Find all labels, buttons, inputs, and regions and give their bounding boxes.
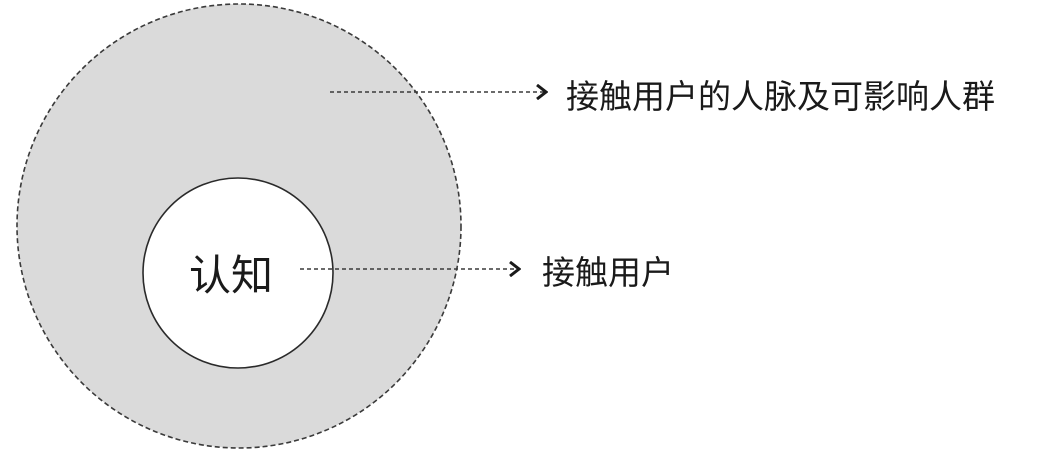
outer-callout-label: 接触用户的人脉及可影响人群: [566, 77, 995, 116]
inner-callout-label: 接触用户: [542, 253, 674, 292]
inner-circle: [142, 177, 334, 369]
inner-circle-label: 认知: [189, 251, 273, 300]
